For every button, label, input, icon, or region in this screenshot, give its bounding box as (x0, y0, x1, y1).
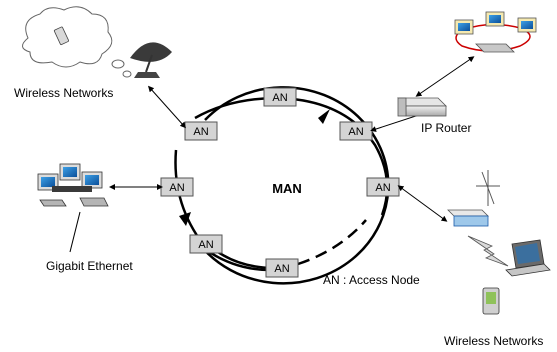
access-point-icon (447, 170, 500, 227)
access-node: AN (366, 177, 400, 197)
man-label: MAN (272, 181, 302, 196)
pda-icon (482, 287, 500, 315)
link-wireless-right (397, 185, 448, 222)
ring-direction-arrow-left (179, 212, 191, 226)
svg-text:AN: AN (169, 182, 184, 194)
access-node: AN (263, 87, 297, 107)
svg-text:AN: AN (274, 263, 289, 275)
wireless-networks-right-label: Wireless Networks (444, 334, 543, 348)
laptop-icon (505, 239, 551, 277)
link-wireless-left (147, 85, 187, 129)
gigabit-computers-icon (37, 163, 109, 207)
link-router-lan (415, 56, 475, 97)
svg-text:AN: AN (198, 239, 213, 251)
access-node: AN (189, 234, 223, 254)
access-node: AN (160, 177, 194, 197)
access-node: AN (184, 121, 218, 141)
lightning-icon (467, 235, 509, 267)
svg-text:AN: AN (375, 182, 390, 194)
gigabit-callout-line (69, 211, 81, 253)
svg-text:AN: AN (348, 126, 363, 138)
legend-access-node: AN : Access Node (323, 273, 420, 287)
svg-text:AN: AN (193, 126, 208, 138)
ip-router-label: IP Router (421, 121, 471, 135)
access-node: AN (265, 258, 299, 278)
wireless-networks-left-label: Wireless Networks (14, 86, 113, 100)
router-icon (397, 97, 447, 117)
svg-text:AN: AN (272, 92, 287, 104)
lan-computers-icon (454, 11, 537, 53)
satellite-dish-icon (130, 42, 172, 78)
ring-direction-arrow-top (318, 109, 330, 124)
gigabit-ethernet-label: Gigabit Ethernet (46, 259, 133, 273)
wireless-cloud-icon (22, 6, 132, 78)
access-node: AN (339, 121, 373, 141)
